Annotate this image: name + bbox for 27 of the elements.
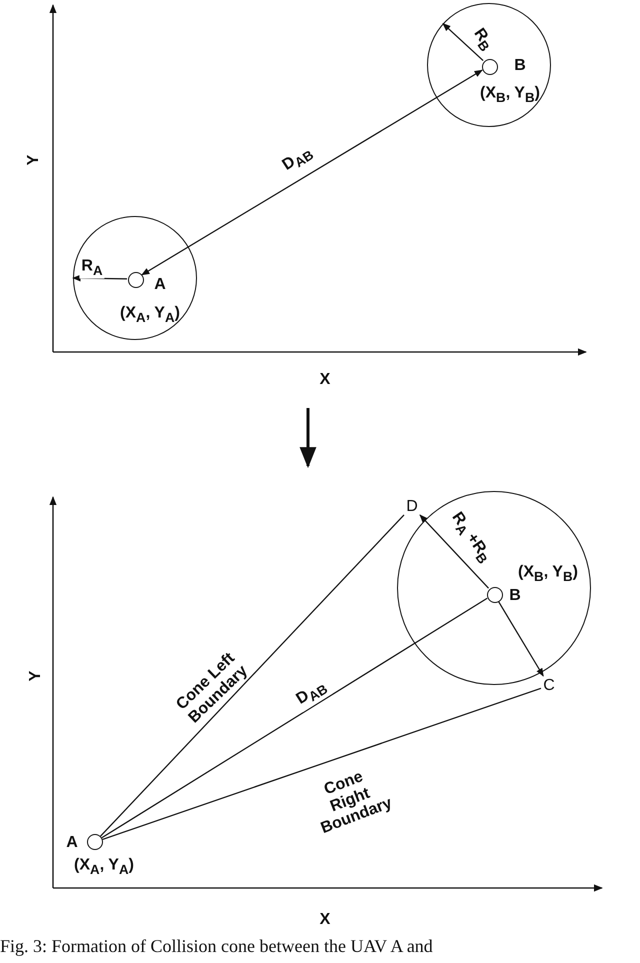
point-label: B (509, 587, 521, 605)
point-marker (128, 272, 144, 288)
arrow (442, 22, 484, 62)
double-arrow (141, 70, 483, 276)
connector-line (100, 514, 404, 837)
coordinate-label: (X$_{B}$, Y$_{B}$) (518, 564, 578, 584)
point-marker (87, 834, 103, 850)
coordinate-label: (X$_{A}$, Y$_{A}$) (120, 304, 180, 326)
point-label: A (154, 276, 166, 294)
coordinate-label: (X$_{A}$, Y$_{A}$) (74, 856, 134, 878)
arrow (419, 514, 489, 589)
point-marker (487, 587, 503, 603)
connector-line (101, 598, 488, 838)
edge-label: R$_{A}$ (79, 258, 105, 278)
figure-caption: Fig. 3: Formation of Collision cone between the UAV A and (0, 937, 433, 957)
coordinate-label: (X$_{B}$, Y$_{B}$) (480, 84, 540, 106)
point-label: A (66, 834, 78, 852)
point-label: C (541, 676, 557, 695)
axis-label: Y (27, 670, 45, 682)
connector-line (102, 688, 542, 840)
point-label: D (404, 497, 420, 516)
point-label: B (514, 57, 526, 75)
point-marker (482, 59, 498, 75)
axis-label: X (320, 371, 330, 389)
axis-label: X (320, 911, 330, 929)
arrow (498, 600, 544, 677)
axis-label: Y (25, 154, 43, 166)
